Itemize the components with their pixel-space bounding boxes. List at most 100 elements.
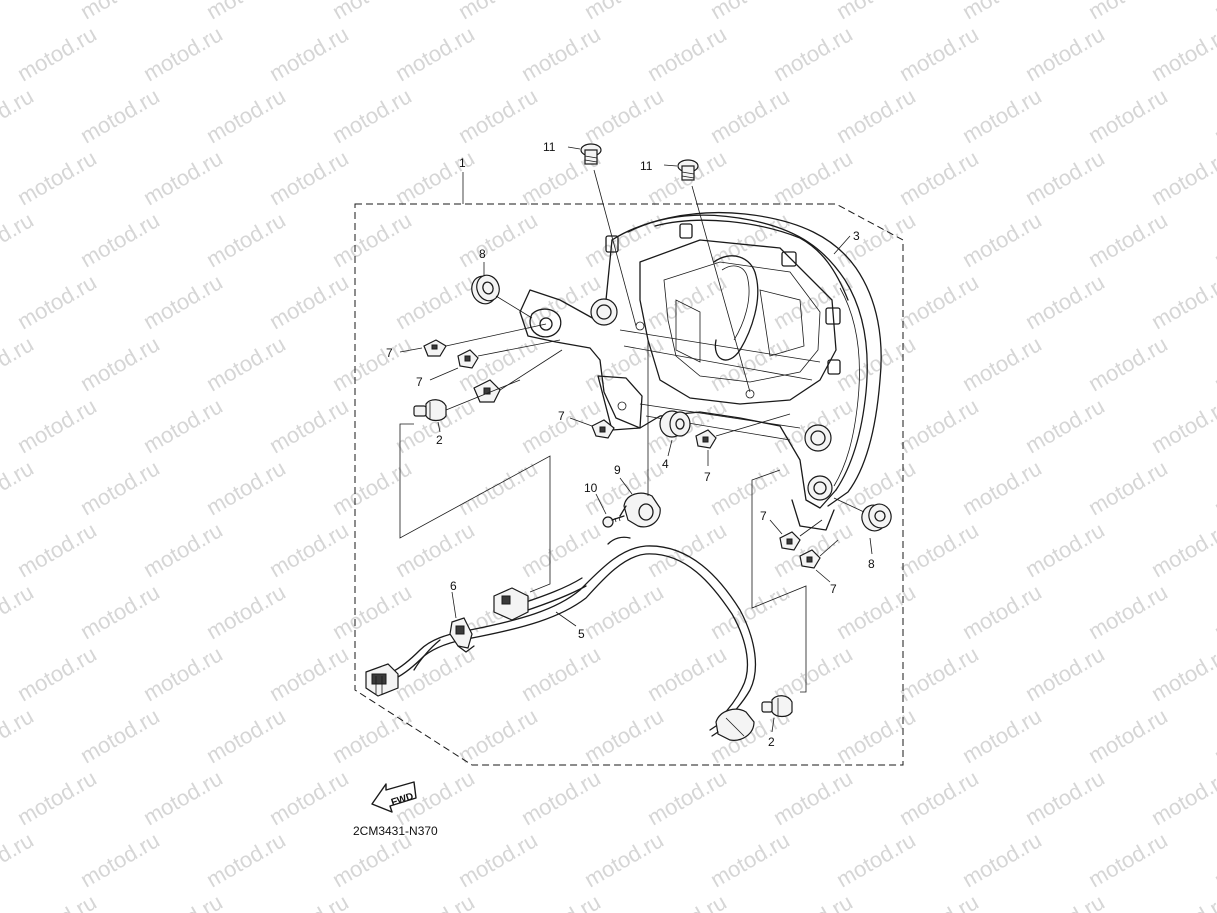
watermark-text: motod.ru [328, 579, 416, 644]
watermark-text: motod.ru [832, 0, 920, 24]
watermark-text: motod.ru [1147, 393, 1217, 458]
watermark-text: motod.ru [1084, 455, 1172, 520]
watermark-text: motod.ru [328, 331, 416, 396]
damper-4 [659, 410, 691, 438]
watermark-text: motod.ru [643, 269, 731, 334]
watermark-text: motod.ru [265, 393, 353, 458]
watermark-text: motod.ru [202, 579, 290, 644]
callout-6: 6 [450, 579, 457, 593]
watermark-text: motod.ru [454, 827, 542, 892]
watermark-text: motod.ru [202, 331, 290, 396]
watermark-text: motod.ru [895, 269, 983, 334]
bolt-11-right [677, 159, 699, 181]
callout-10: 10 [584, 481, 598, 495]
watermark-text: motod.ru [895, 641, 983, 706]
watermark-text: motod.ru [76, 455, 164, 520]
watermark-text: motod.ru [13, 21, 101, 86]
watermark-text: motod.ru [265, 889, 353, 913]
callout-1: 1 [459, 156, 466, 170]
watermark-text: motod.ru [958, 0, 1046, 24]
watermark-text: motod.ru [1147, 641, 1217, 706]
watermark-text: motod.ru [265, 145, 353, 210]
watermark-text: motod.ru [13, 889, 101, 913]
watermark-text: motod.ru [517, 889, 605, 913]
watermark-text: motod.ru [1021, 517, 1109, 582]
watermark-text: motod.ru [517, 517, 605, 582]
watermark-text: motod.ru [958, 703, 1046, 768]
watermark-text: motod.ru [391, 21, 479, 86]
watermark-text: motod.ru [13, 269, 101, 334]
watermark-text: motod.ru [1084, 83, 1172, 148]
watermark-text: motod.ru [454, 703, 542, 768]
watermark-text: motod.ru [328, 455, 416, 520]
watermark-text: motod.ru [706, 83, 794, 148]
watermark-text: motod.ru [76, 0, 164, 24]
watermark-text: motod.ru [1147, 765, 1217, 830]
watermark-text: motod.ru [832, 827, 920, 892]
watermark-text: motod.ru [1021, 21, 1109, 86]
watermark-text: motod.ru [1084, 0, 1172, 24]
watermark-text: motod.ru [13, 765, 101, 830]
watermark-text: motod.ru [265, 269, 353, 334]
watermark-text: motod.ru [0, 455, 38, 520]
watermark-text: motod.ru [0, 83, 38, 148]
watermark-text: motod.ru [391, 269, 479, 334]
lamp-housing [519, 211, 882, 531]
watermark-text: motod.ru [517, 641, 605, 706]
watermark-text: motod.ru [454, 455, 542, 520]
watermark-text: motod.ru [454, 0, 542, 24]
watermark-text: motod.ru [832, 579, 920, 644]
watermark-text: motod.ru [13, 145, 101, 210]
watermark-text: motod.ru [202, 0, 290, 24]
watermark-text: motod.ru [76, 331, 164, 396]
watermark-text: motod.ru [265, 641, 353, 706]
watermark-text: motod.ru [643, 889, 731, 913]
watermark-text: motod.ru [517, 765, 605, 830]
watermark-text: motod.ru [139, 145, 227, 210]
callout-11b: 11 [640, 159, 653, 173]
watermark-text: motod.ru [643, 517, 731, 582]
watermark-text: motod.ru [0, 703, 38, 768]
clip-nut-7f [799, 549, 821, 569]
watermark-text: motod.ru [1021, 889, 1109, 913]
watermark-text: motod.ru [517, 21, 605, 86]
watermark-text: motod.ru [202, 455, 290, 520]
watermark-text: motod.ru [895, 889, 983, 913]
bolt-11-left [580, 143, 602, 165]
watermark-text: motod.ru [0, 0, 38, 24]
bulb-socket-2-right [761, 695, 793, 718]
watermark-text: motod.ru [580, 579, 668, 644]
watermark-text: motod.ru [895, 393, 983, 458]
watermark-text: motod.ru [454, 207, 542, 272]
band-6 [449, 617, 475, 653]
watermark-text: motod.ru [895, 145, 983, 210]
watermark-text: motod.ru [1147, 517, 1217, 582]
watermark-text: motod.ru [769, 889, 857, 913]
watermark-text: motod.ru [832, 331, 920, 396]
screw-10 [602, 515, 625, 528]
wire-harness-5 [365, 536, 757, 741]
assembly-boundary [354, 203, 904, 766]
watermark-text: motod.ru [391, 889, 479, 913]
watermark-text: motod.ru [265, 21, 353, 86]
watermark-text: motod.ru [1147, 145, 1217, 210]
watermark-text: motod.ru [832, 83, 920, 148]
watermark-text: motod.ru [139, 641, 227, 706]
watermark-text: motod.ru [139, 269, 227, 334]
watermark-text: motod.ru [895, 21, 983, 86]
callout-7a: 7 [386, 346, 393, 360]
watermark-text: motod.ru [1021, 765, 1109, 830]
watermark-text: motod.ru [1021, 145, 1109, 210]
watermark-text: motod.ru [1210, 455, 1217, 520]
watermark-text: motod.ru [958, 827, 1046, 892]
watermark-text: motod.ru [706, 331, 794, 396]
watermark-text: motod.ru [0, 207, 38, 272]
watermark-text: motod.ru [76, 579, 164, 644]
watermark-text: motod.ru [1210, 207, 1217, 272]
watermark-text: motod.ru [1147, 21, 1217, 86]
clip-nut-7c [591, 419, 615, 439]
watermark-text: motod.ru [1084, 579, 1172, 644]
watermark-text: motod.ru [580, 83, 668, 148]
watermark-text: motod.ru [76, 207, 164, 272]
callout-2b: 2 [768, 735, 775, 749]
